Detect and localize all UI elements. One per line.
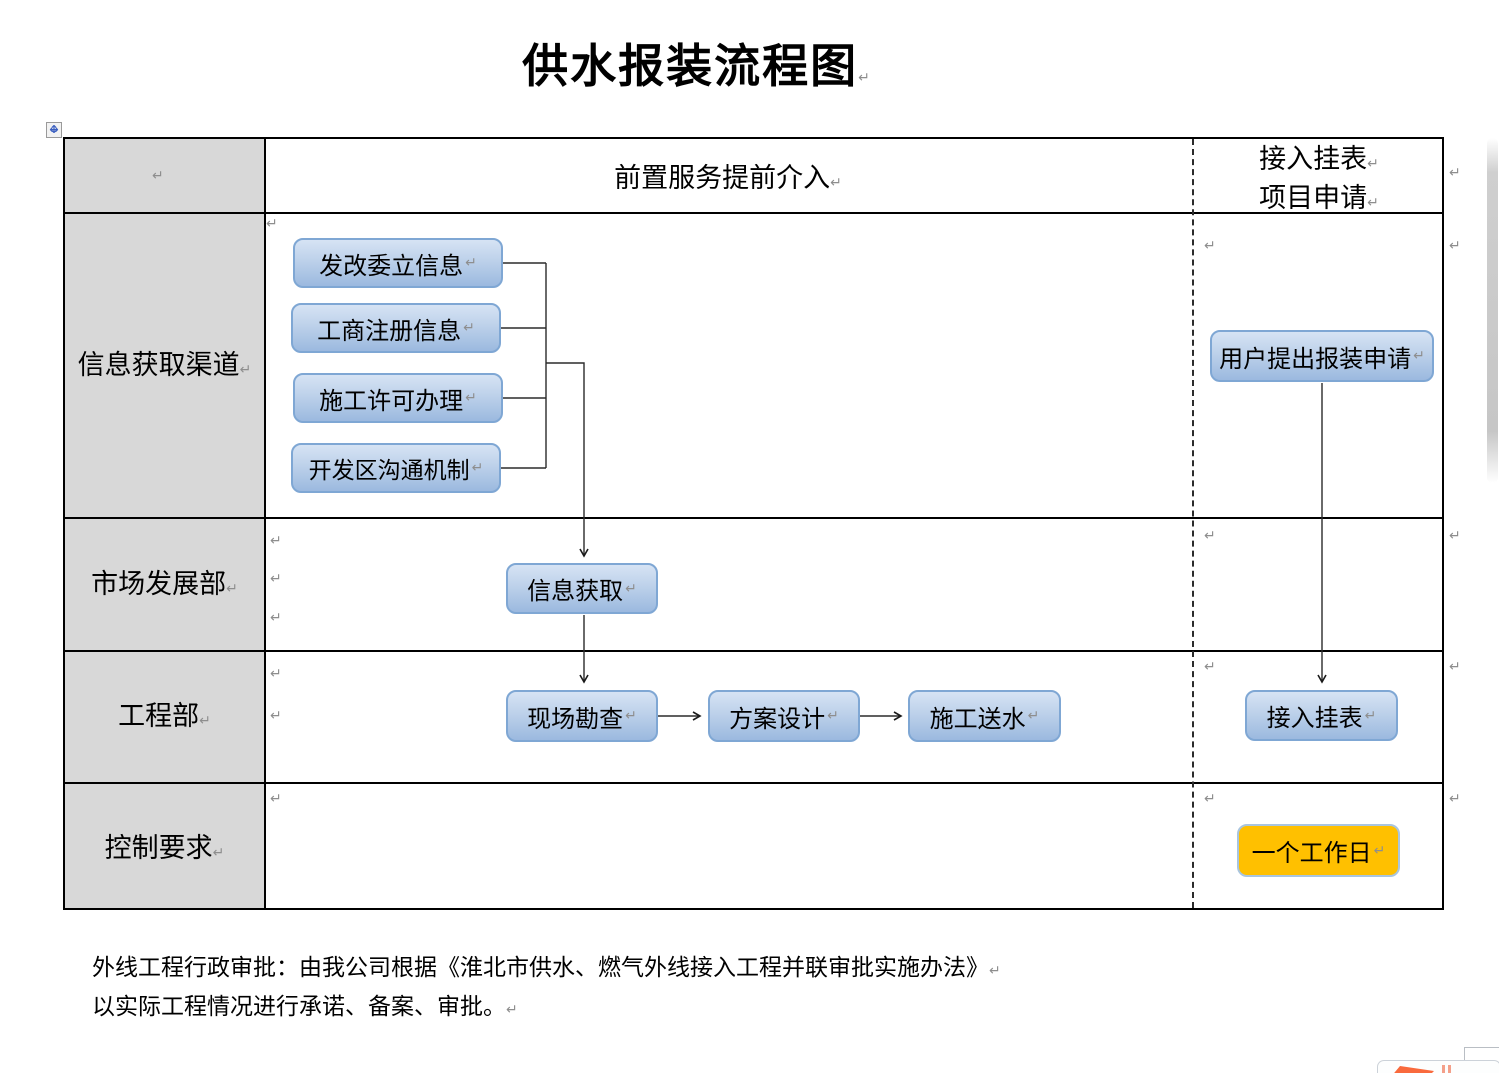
paragraph-mark: ↵: [858, 70, 870, 86]
node-xinxi-huoqu[interactable]: 信息获取↵: [506, 563, 658, 614]
orange-logo-icon: [1394, 1066, 1434, 1073]
node-label: 开发区沟通机制: [308, 458, 470, 483]
move-horizontal-icon: ↔: [49, 123, 59, 136]
row-divider: [65, 650, 1442, 652]
paragraph-mark: ↵: [506, 1002, 518, 1018]
node-shigong-songshui[interactable]: 施工送水↵: [908, 690, 1061, 742]
row-label-market-dept: 市场发展部↵: [65, 567, 264, 606]
node-kaifaqu[interactable]: 开发区沟通机制↵: [291, 443, 501, 493]
row-label-text: 市场发展部: [91, 569, 227, 599]
paragraph-mark: ↵: [465, 255, 477, 271]
paragraph-mark: ↵: [1413, 348, 1425, 364]
row-divider: [65, 782, 1442, 784]
paragraph-mark: ↵: [1367, 156, 1379, 172]
paragraph-mark: ↵: [989, 963, 1001, 979]
header-right-line2: 项目申请: [1259, 183, 1368, 213]
node-label: 工商注册信息: [317, 318, 462, 345]
scrollbar-thumb[interactable]: [1487, 138, 1498, 483]
paragraph-mark: ↵: [199, 713, 211, 729]
row-label-text: 工程部: [118, 701, 200, 731]
paragraph-mark: ↵: [1449, 238, 1461, 254]
node-fagaiwei[interactable]: 发改委立信息↵: [293, 238, 503, 288]
footer-line2: 以实际工程情况进行承诺、备案、审批。: [92, 994, 506, 1019]
header-right-line1: 接入挂表: [1259, 144, 1368, 174]
node-yonghu-shenqing[interactable]: 用户提出报装申请↵: [1210, 330, 1434, 382]
paragraph-mark: ↵: [1027, 708, 1040, 724]
header-middle-text: 前置服务提前介入: [614, 163, 831, 193]
node-fangan-sheji[interactable]: 方案设计↵: [708, 690, 860, 742]
node-label: 施工许可办理: [319, 388, 464, 415]
node-label: 用户提出报装申请: [1219, 346, 1412, 373]
orange-tick-icon: [1448, 1065, 1451, 1073]
paragraph-mark: ↵: [1204, 238, 1216, 254]
paragraph-mark: ↵: [266, 216, 278, 232]
paragraph-mark: ↵: [1204, 528, 1216, 544]
paragraph-mark: ↵: [1449, 528, 1461, 544]
paragraph-mark: ↵: [1449, 165, 1461, 181]
node-jieru-guabiao[interactable]: 接入挂表↵: [1245, 690, 1398, 741]
page-title-text: 供水报装流程图: [522, 41, 859, 92]
paragraph-mark: ↵: [270, 666, 282, 682]
dashed-column-divider: [1192, 139, 1194, 908]
paragraph-mark: ↵: [1373, 842, 1386, 859]
paragraph-mark: ↵: [270, 610, 282, 626]
paragraph-mark: ↵: [1204, 659, 1216, 675]
node-label: 信息获取: [527, 579, 624, 605]
paragraph-mark: ↵: [1449, 791, 1461, 807]
node-label: 施工送水: [929, 706, 1026, 733]
paragraph-mark: ↵: [625, 708, 637, 724]
footer-line1: 外线工程行政审批：由我公司根据《淮北市供水、燃气外线接入工程并联审批实施办法》: [92, 955, 989, 980]
node-gongshang[interactable]: 工商注册信息↵: [291, 303, 501, 353]
node-label: 方案设计: [729, 706, 826, 733]
paragraph-mark: ↵: [463, 320, 475, 336]
paragraph-mark: ↵: [226, 581, 238, 597]
paragraph-mark: ↵: [270, 571, 282, 587]
paragraph-mark: ↵: [1204, 791, 1216, 807]
move-vertical-icon: ↕: [49, 123, 59, 136]
node-label: 现场勘查: [527, 706, 624, 733]
footer-note: 外线工程行政审批：由我公司根据《淮北市供水、燃气外线接入工程并联审批实施办法》↵…: [92, 950, 1001, 1028]
row-divider: [65, 517, 1442, 519]
node-label: 接入挂表: [1266, 706, 1363, 732]
node-label: 一个工作日: [1251, 841, 1372, 867]
node-label: 发改委立信息: [319, 253, 464, 280]
bottom-right-card[interactable]: [1377, 1060, 1499, 1073]
paragraph-mark: ↵: [471, 460, 484, 476]
table-move-handle[interactable]: ↔ ↕: [46, 122, 62, 138]
paragraph-mark: ↵: [830, 175, 842, 191]
paragraph-mark: ↵: [827, 708, 839, 724]
row-label-info-channel: 信息获取渠道↵: [65, 348, 264, 387]
row-divider: [65, 212, 1442, 214]
paragraph-mark: ↵: [270, 708, 282, 724]
paragraph-mark: ↵: [270, 791, 282, 807]
orange-tick-icon: [1442, 1065, 1445, 1073]
paragraph-mark: ↵: [1367, 195, 1379, 211]
row-label-text: 控制要求: [104, 833, 213, 863]
paragraph-mark: ↵: [1364, 707, 1377, 724]
row-label-engineering-dept: 工程部↵: [65, 699, 264, 738]
node-xianchang-kancha[interactable]: 现场勘查↵: [506, 690, 658, 742]
paragraph-mark: ↵: [1449, 659, 1461, 675]
paragraph-mark: ↵: [152, 168, 164, 184]
node-shigong-xuke[interactable]: 施工许可办理↵: [293, 373, 503, 423]
column-divider: [264, 139, 266, 908]
row-label-text: 信息获取渠道: [77, 350, 240, 380]
paragraph-mark: ↵: [239, 362, 252, 378]
paragraph-mark: ↵: [625, 580, 637, 597]
paragraph-mark: ↵: [270, 533, 282, 549]
node-yige-gongzuori[interactable]: 一个工作日↵: [1237, 824, 1400, 877]
header-right: 接入挂表↵ 项目申请↵: [1194, 142, 1444, 220]
header-middle: 前置服务提前介入↵: [264, 161, 1192, 200]
paragraph-mark: ↵: [465, 390, 477, 406]
paragraph-mark: ↵: [212, 845, 225, 861]
page-title: 供水报装流程图↵: [0, 30, 1392, 96]
label-column: [65, 139, 264, 908]
row-label-control-requirement: 控制要求↵: [65, 831, 264, 870]
